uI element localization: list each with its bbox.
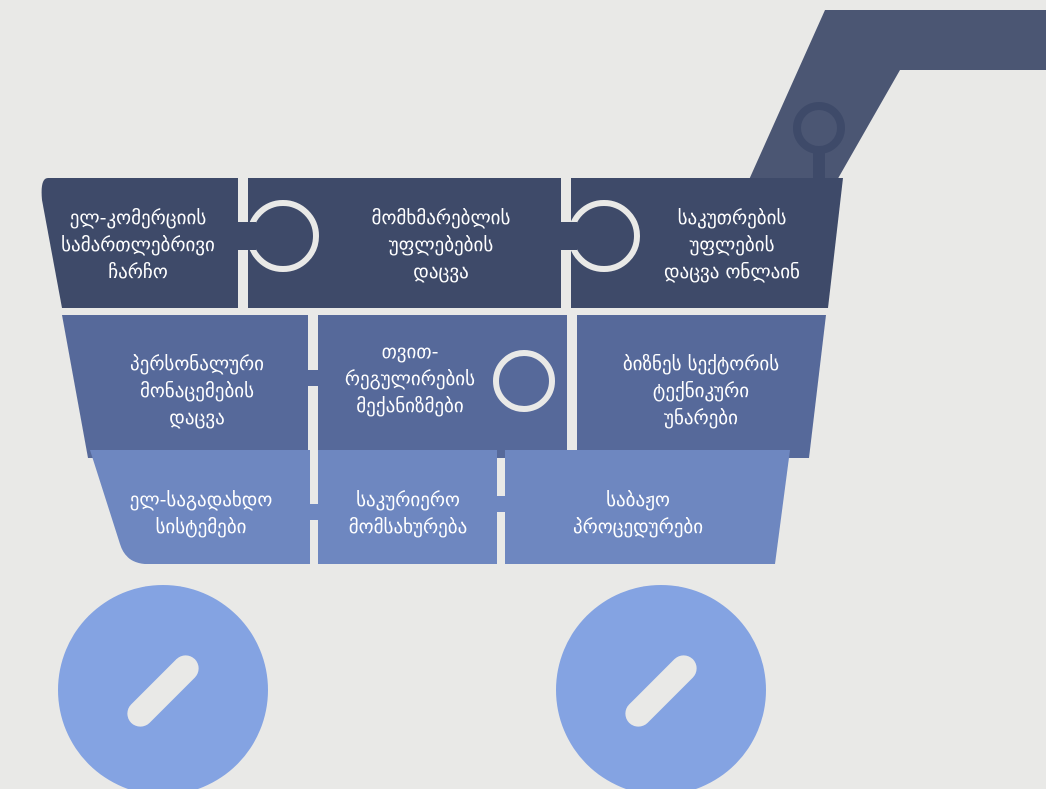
knob-row3-tab-a xyxy=(300,504,326,520)
cart-handle xyxy=(748,10,1046,182)
piece-property-rights xyxy=(571,178,843,308)
knob-row2 xyxy=(493,350,555,412)
knob-row1-b-neck xyxy=(557,222,577,250)
piece-e-payment xyxy=(90,450,310,564)
right-wheel xyxy=(556,585,766,789)
piece-business-skills xyxy=(577,315,826,458)
left-wheel xyxy=(58,585,268,789)
piece-ecommerce-legal xyxy=(41,178,238,308)
piece-personal-data xyxy=(62,315,308,458)
knob-row3-tab-b xyxy=(490,496,516,512)
piece-courier xyxy=(318,450,497,564)
knob-row1-a-neck xyxy=(236,222,256,250)
piece-customs xyxy=(505,450,790,564)
handle-connector-stem xyxy=(813,148,825,180)
knob-row1-a xyxy=(247,200,319,272)
knob-row1-b xyxy=(568,200,640,272)
knob-row2-tab-a xyxy=(298,370,324,386)
